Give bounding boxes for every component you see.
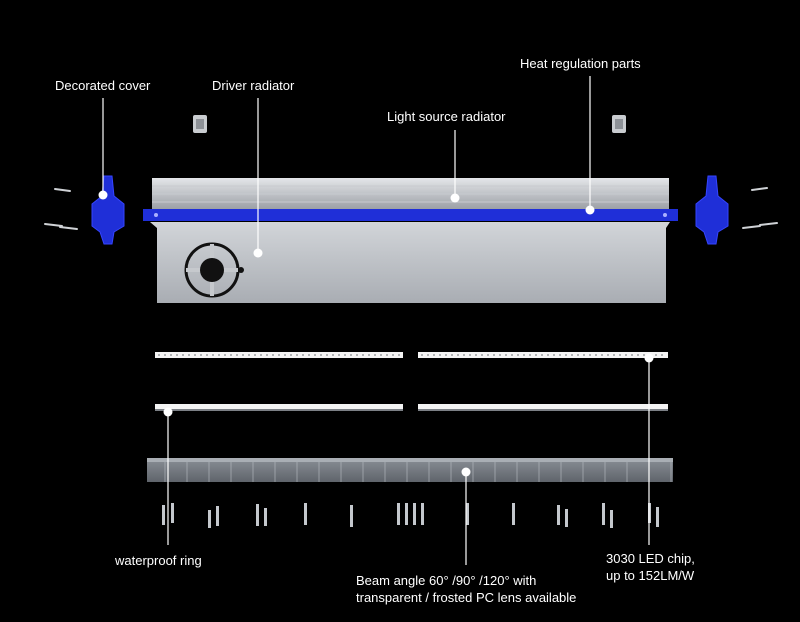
decorated-cover-right: [695, 175, 729, 245]
side-screws-left: [44, 188, 78, 230]
heat-regulation-band: [143, 209, 678, 221]
label-decorated-cover: Decorated cover: [55, 78, 151, 93]
callout-dot-driver: [253, 248, 263, 258]
side-screws-right: [742, 187, 778, 229]
label-beam-angle-line1: Beam angle 60° /90° /120° with: [356, 573, 537, 588]
callout-dot-lightsrc: [450, 193, 460, 203]
label-waterproof-ring: waterproof ring: [115, 553, 202, 568]
label-led-chip: 3030 LED chip, up to 152LM/W: [606, 550, 695, 584]
label-driver-radiator: Driver radiator: [212, 78, 295, 93]
driver-radiator: [150, 222, 670, 303]
waterproof-ring-strips: [155, 404, 668, 411]
label-light-source-radiator: Light source radiator: [387, 109, 506, 124]
pc-lens: [147, 458, 673, 482]
decorated-cover-left: [91, 175, 125, 245]
light-source-radiator: [152, 178, 669, 210]
label-beam-angle-line2: transparent / frosted PC lens available: [356, 590, 577, 605]
lens-screws: [162, 503, 659, 528]
label-led-chip-line2: up to 152LM/W: [606, 568, 695, 583]
callout-dot-decorated: [98, 190, 108, 200]
label-led-chip-line1: 3030 LED chip,: [606, 551, 695, 566]
label-heat-regulation-parts: Heat regulation parts: [520, 56, 641, 71]
top-clip-right: [612, 115, 626, 133]
callout-dot-beam: [461, 467, 471, 477]
top-clip-left: [193, 115, 207, 133]
label-beam-angle: Beam angle 60° /90° /120° with transpare…: [356, 572, 576, 606]
callout-dot-chip: [644, 353, 654, 363]
led-strips-upper: [155, 352, 668, 358]
callout-dot-ring: [163, 407, 173, 417]
callout-dot-heat: [585, 205, 595, 215]
